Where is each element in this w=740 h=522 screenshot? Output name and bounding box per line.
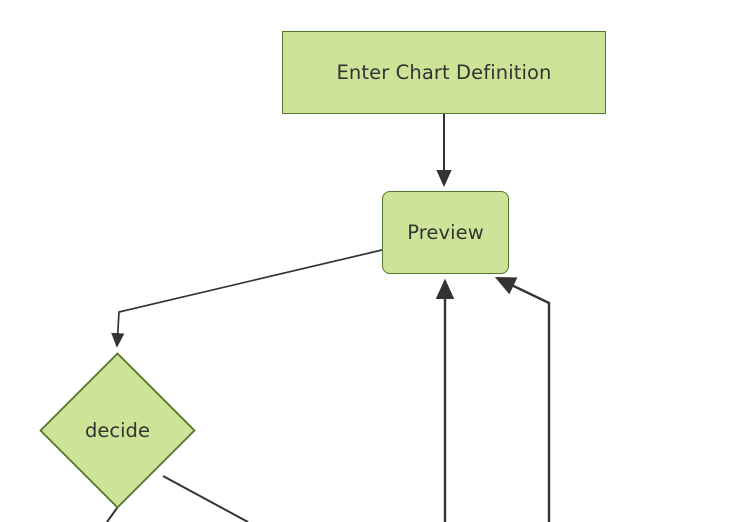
node-decide[interactable]: decide [39, 352, 196, 509]
decide-diamond-shape [39, 352, 196, 509]
node-enter-chart-definition-label: Enter Chart Definition [336, 60, 552, 84]
edge-decide-out-right [162, 475, 249, 522]
edge-return-right [494, 276, 551, 522]
node-preview[interactable]: Preview [382, 191, 509, 274]
node-enter-chart-definition[interactable]: Enter Chart Definition [282, 31, 606, 114]
node-preview-label: Preview [407, 220, 484, 244]
edge-preview-to-decide [111, 249, 383, 348]
edge-decide-out-left [106, 507, 118, 522]
